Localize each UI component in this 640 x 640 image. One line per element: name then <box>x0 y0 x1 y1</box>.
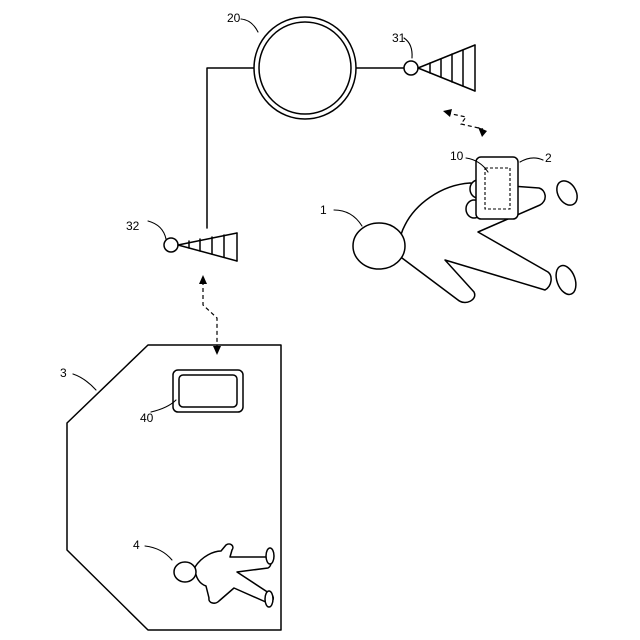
label-server-20: 20 <box>227 11 241 25</box>
wireless-link-32 <box>199 275 221 355</box>
label-device-40: 40 <box>140 411 154 425</box>
person-4: 4 <box>133 538 274 607</box>
base-station-32: 32 <box>126 219 237 261</box>
base-station-31: 31 <box>392 31 475 91</box>
label-facility-3: 3 <box>60 366 67 380</box>
wireless-link-31 <box>443 109 487 137</box>
device-40: 40 <box>140 370 243 425</box>
label-person-4: 4 <box>133 538 140 552</box>
label-base-station-32: 32 <box>126 219 140 233</box>
label-base-station-31: 31 <box>392 31 406 45</box>
label-display-10: 10 <box>450 149 464 163</box>
server-20: 20 <box>227 11 356 119</box>
user-1: 1 <box>320 177 581 302</box>
label-user-1: 1 <box>320 203 327 217</box>
label-terminal-2: 2 <box>545 151 552 165</box>
